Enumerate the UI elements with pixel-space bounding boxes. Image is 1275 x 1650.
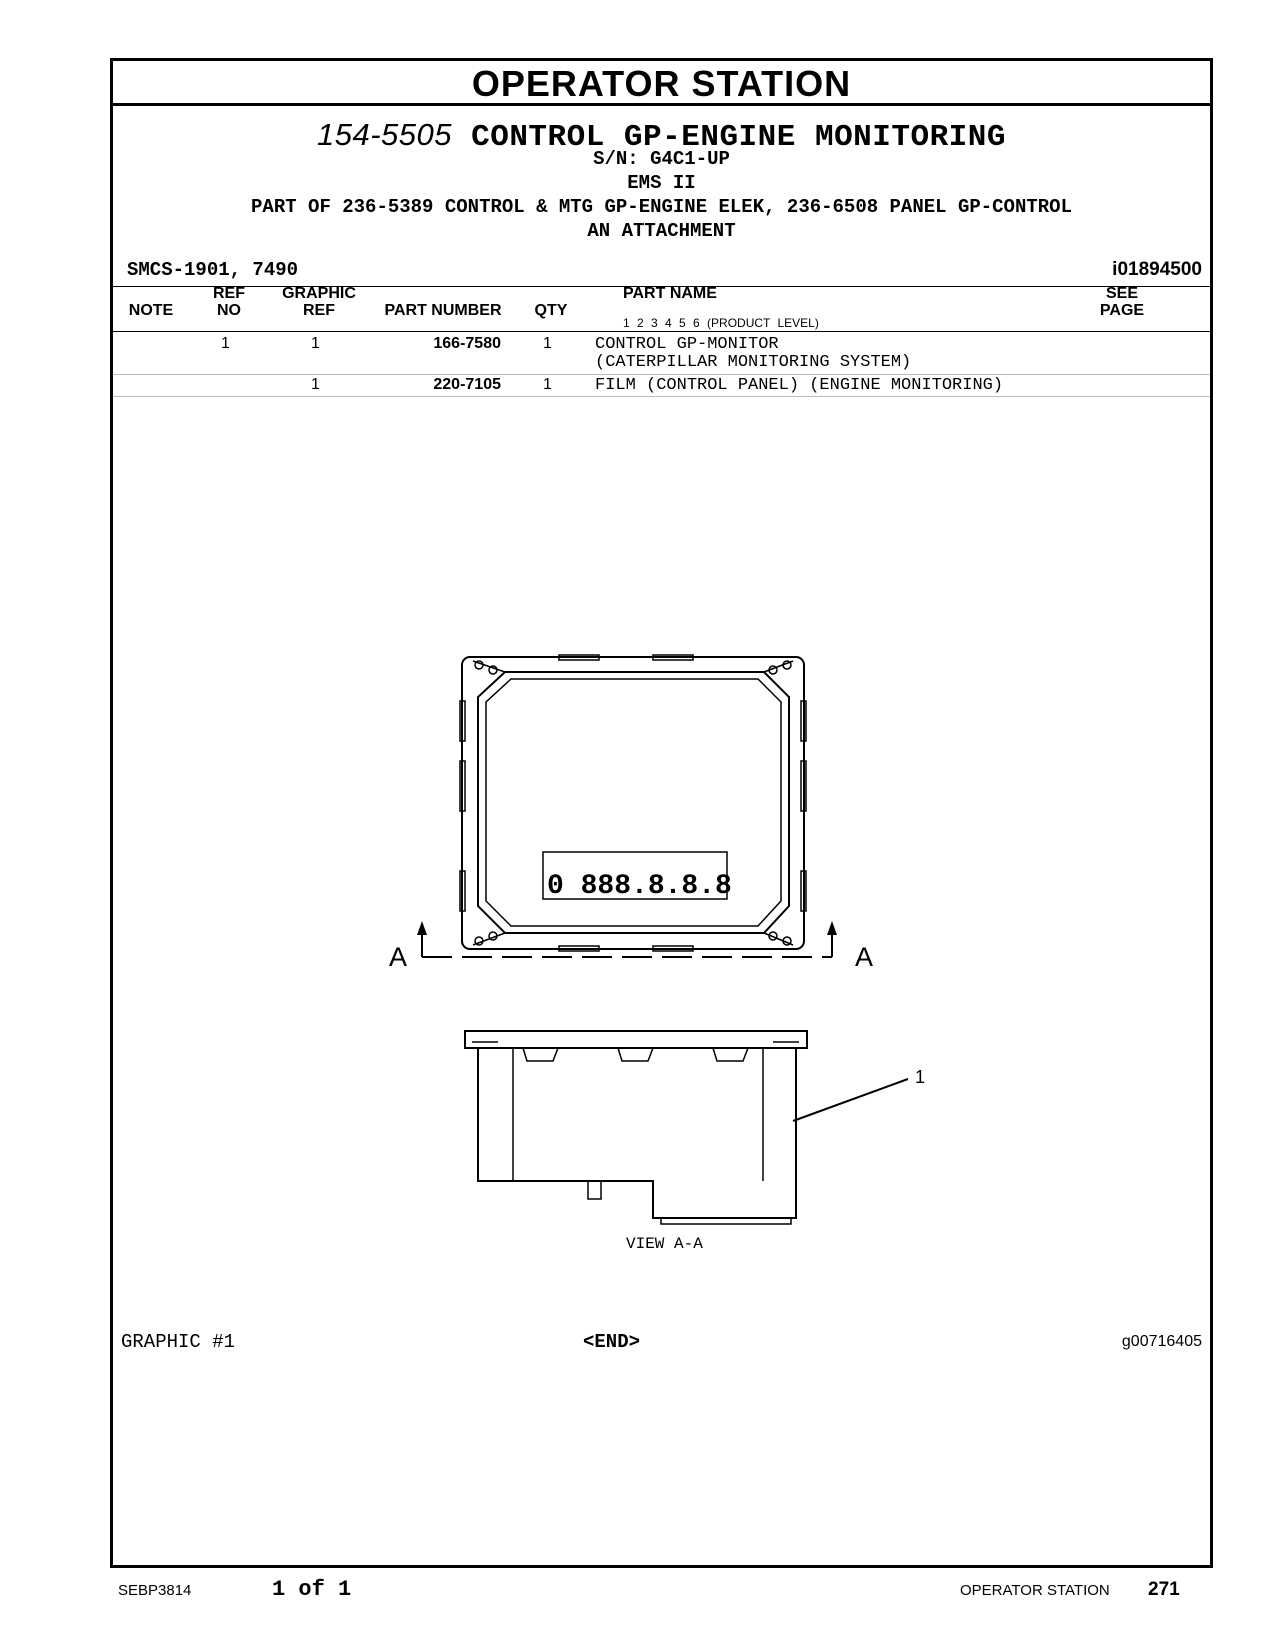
doc-id: i01894500 <box>1112 259 1202 280</box>
header-divider <box>113 286 1210 287</box>
col-see-page: SEE PAGE <box>1097 285 1147 319</box>
part-of-line: PART OF 236-5389 CONTROL & MTG GP-ENGINE… <box>251 196 1072 218</box>
row1-ref-no: 1 <box>221 335 230 352</box>
row2-graphic-ref: 1 <box>311 376 320 393</box>
col-graphic-ref-top: GRAPHIC <box>282 285 356 302</box>
col-ref-no: REF NO <box>209 285 249 319</box>
row1-part-number: 166-7580 <box>433 335 501 352</box>
end-label: <END> <box>583 1331 641 1353</box>
col-graphic-ref: GRAPHIC REF <box>279 285 359 319</box>
page-frame: OPERATOR STATION 154-5505 CONTROL GP-ENG… <box>110 58 1213 1568</box>
footer-page-number: 271 <box>1148 1579 1180 1600</box>
section-letter-left: A <box>389 942 407 972</box>
monitor-outer-frame <box>461 656 805 950</box>
table-header-divider <box>113 331 1210 332</box>
col-qty: QTY <box>534 302 568 319</box>
screw-hole <box>488 931 498 941</box>
footer-section: OPERATOR STATION <box>960 1582 1110 1599</box>
graphic-id: g00716405 <box>1121 1333 1202 1350</box>
callout-number: 1 <box>915 1067 925 1087</box>
side-flange <box>464 1030 808 1049</box>
side-body <box>477 1048 797 1219</box>
attachment-line: AN ATTACHMENT <box>587 220 736 242</box>
view-label: VIEW A-A <box>626 1235 703 1253</box>
row2-qty: 1 <box>543 376 552 393</box>
row-divider <box>113 396 1210 397</box>
screw-hole <box>768 931 778 941</box>
row2-part-number: 220-7105 <box>433 376 501 393</box>
row1-name-line2: (CATERPILLAR MONITORING SYSTEM) <box>595 353 912 372</box>
monitor-screen-edge <box>485 678 782 927</box>
callout-leader <box>792 1078 909 1122</box>
row2-name-line1: FILM (CONTROL PANEL) (ENGINE MONITORING) <box>595 376 1004 395</box>
group-part-number: 154-5505 <box>316 117 452 152</box>
group-name: CONTROL GP-ENGINE MONITORING <box>471 120 1006 155</box>
screw-hole <box>768 665 778 675</box>
col-graphic-ref-bottom: REF <box>303 302 335 319</box>
col-see-bottom: PAGE <box>1099 302 1145 319</box>
row1-qty: 1 <box>543 335 552 352</box>
col-ref-no-bottom: NO <box>217 302 241 319</box>
row1-graphic-ref: 1 <box>311 335 320 352</box>
graphic-label: GRAPHIC #1 <box>121 1331 236 1353</box>
col-see-top: SEE <box>1105 285 1138 302</box>
footer-page-of: 1 of 1 <box>272 1577 352 1602</box>
section-title: OPERATOR STATION <box>113 61 1210 106</box>
smcs-codes: SMCS-1901, 7490 <box>127 259 299 281</box>
section-letter-right: A <box>855 942 873 972</box>
screw-hole <box>474 936 484 946</box>
serial-number: S/N: G4C1-UP <box>593 148 730 170</box>
row-divider <box>113 374 1210 375</box>
screw-hole <box>782 936 792 946</box>
lcd-window <box>542 851 728 900</box>
col-ref-no-top: REF <box>213 285 245 302</box>
col-note: NOTE <box>128 302 174 319</box>
screw-hole <box>782 660 792 670</box>
screw-hole <box>488 665 498 675</box>
system-name: EMS II <box>627 172 696 194</box>
footer-doc: SEBP3814 <box>118 1582 192 1599</box>
parts-illustration: 0 888.8.8.8 A A 1 <box>389 654 925 1225</box>
col-part-number: PART NUMBER <box>384 302 502 319</box>
lcd-digits: 0 888.8.8.8 <box>547 871 732 902</box>
screw-hole <box>474 660 484 670</box>
col-part-name: PART NAME <box>623 285 717 302</box>
row1-name-line1: CONTROL GP-MONITOR <box>595 335 779 354</box>
group-title: 154-5505 CONTROL GP-ENGINE MONITORING <box>113 117 1210 155</box>
product-levels: 1 2 3 4 5 6 (PRODUCT LEVEL) <box>623 316 819 330</box>
